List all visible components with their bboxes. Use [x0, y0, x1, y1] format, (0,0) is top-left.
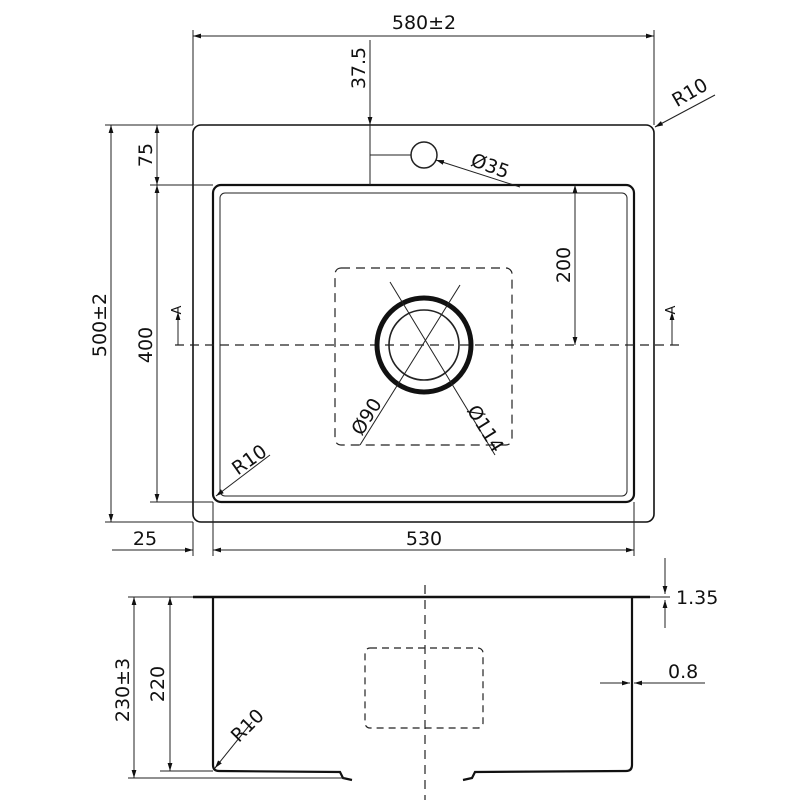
dim-overall-height: 230±3: [112, 658, 134, 722]
dim-rim-thickness: 1.35: [676, 587, 718, 609]
dim-tap-diameter: Ø35: [468, 149, 512, 183]
dim-drain-offset: 200: [553, 247, 575, 283]
dim-drain-inner-diameter: Ø90: [347, 394, 386, 439]
side-view: 230±3 220 R10 1.35 0.8: [112, 558, 718, 800]
tap-hole: [410, 141, 438, 169]
top-view: 580±2 37.5 Ø35 R10 75 500±2 400 200 A A: [89, 12, 716, 556]
bowl-outline: [211, 183, 636, 504]
dim-drain-outer-diameter: Ø114: [462, 401, 508, 456]
dim-side-radius: R10: [227, 705, 269, 747]
dim-inner-radius: R10: [228, 440, 271, 479]
sink-outline: [192, 124, 655, 523]
dim-bowl-height: 220: [147, 666, 169, 702]
dim-rim-depth: 75: [135, 143, 157, 167]
drain-area-outline: [334, 267, 513, 446]
dim-bowl-width: 530: [406, 528, 442, 550]
dim-overall-width: 580±2: [392, 12, 456, 34]
dim-tap-offset: 37.5: [348, 47, 370, 89]
section-marker-left: A: [170, 305, 185, 314]
drain-inner: [388, 309, 460, 381]
drain-outer: [374, 295, 474, 395]
dim-side-rim: 25: [133, 528, 157, 550]
dim-outer-radius: R10: [668, 74, 711, 112]
side-drain-outline: [364, 647, 484, 729]
section-marker-right: A: [664, 305, 679, 314]
dim-bowl-depth: 400: [135, 327, 157, 363]
bowl-profile: [211, 597, 634, 782]
dim-wall-thickness: 0.8: [668, 661, 698, 683]
dim-overall-depth: 500±2: [89, 293, 111, 357]
